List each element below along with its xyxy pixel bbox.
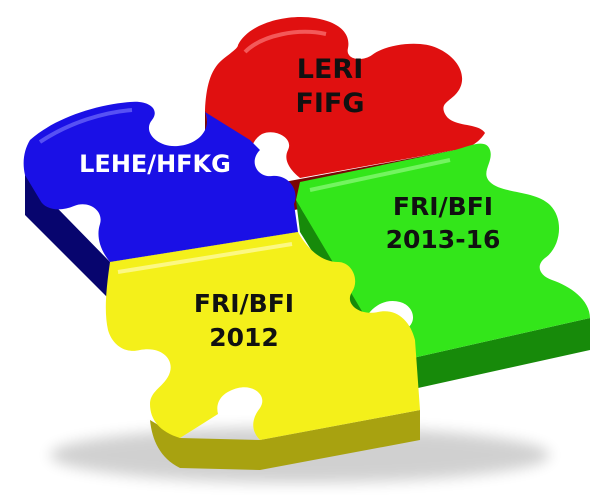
green-piece-top bbox=[296, 143, 590, 362]
yellow-piece-top bbox=[105, 232, 421, 440]
yellow-piece-label-line2: 2012 bbox=[209, 323, 279, 352]
blue-piece-label: LEHE/HFKG bbox=[79, 150, 231, 178]
blue-piece-highlight bbox=[38, 108, 133, 144]
red-piece-top bbox=[205, 16, 485, 182]
green-piece-label-line1: FRI/BFI bbox=[393, 192, 493, 221]
green-piece-highlight bbox=[309, 158, 451, 192]
blue-piece-top bbox=[23, 101, 299, 262]
green-piece-side bbox=[296, 200, 590, 392]
green-piece-label-line2: 2013-16 bbox=[386, 225, 501, 254]
red-piece-highlight bbox=[243, 29, 327, 54]
yellow-piece-side bbox=[150, 410, 420, 470]
yellow-puzzle-piece bbox=[105, 232, 421, 470]
red-piece-label-line2: FIFG bbox=[295, 88, 364, 119]
yellow-piece-highlight bbox=[117, 242, 293, 274]
yellow-piece-label-line1: FRI/BFI bbox=[194, 289, 294, 318]
red-piece-label-line1: LERI bbox=[297, 54, 364, 85]
green-puzzle-piece bbox=[296, 143, 590, 392]
